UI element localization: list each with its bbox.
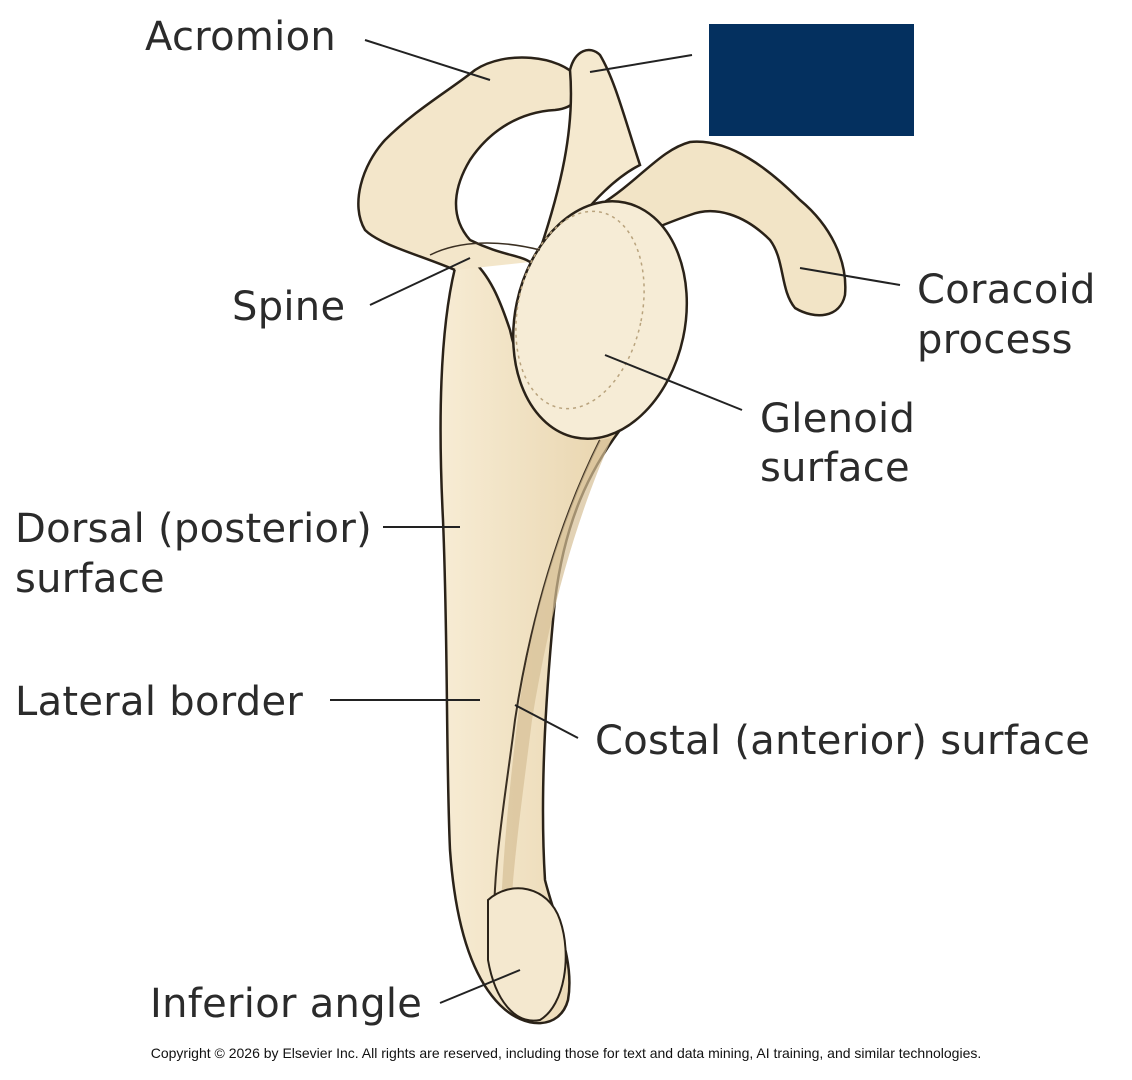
leader-coracoid <box>799 267 901 286</box>
label-coracoid-2: process <box>917 317 1073 363</box>
leader-costal <box>514 704 579 739</box>
label-costal-surface: Costal (anterior) surface <box>595 718 1091 764</box>
label-spine: Spine <box>232 284 346 330</box>
label-acromion: Acromion <box>145 14 336 60</box>
glenoid-rim-shade <box>515 210 645 410</box>
coracoid-shape <box>598 140 847 317</box>
costal-shadow <box>500 438 612 935</box>
glenoid-surface <box>511 200 689 440</box>
label-lateral-border: Lateral border <box>15 679 304 725</box>
spine-neck <box>429 242 541 256</box>
acromion-arm <box>357 56 582 272</box>
label-inferior-angle: Inferior angle <box>150 981 423 1027</box>
leader-inferior <box>439 969 521 1004</box>
copyright-notice: Copyright © 2026 by Elsevier Inc. All ri… <box>150 1045 982 1061</box>
label-cover-box <box>709 24 914 136</box>
label-glenoid-2: surface <box>760 445 910 491</box>
leader-acromion <box>364 39 491 81</box>
leader-spine <box>369 257 471 306</box>
label-dorsal-1: Dorsal (posterior) <box>15 506 372 552</box>
inferior-angle-shape <box>487 887 567 1022</box>
superior-projection <box>537 48 642 253</box>
label-dorsal-2: surface <box>15 556 165 602</box>
leader-superior <box>589 54 693 73</box>
label-coracoid-1: Coracoid <box>917 267 1096 313</box>
label-glenoid-1: Glenoid <box>760 396 916 442</box>
leader-glenoid <box>604 354 743 411</box>
